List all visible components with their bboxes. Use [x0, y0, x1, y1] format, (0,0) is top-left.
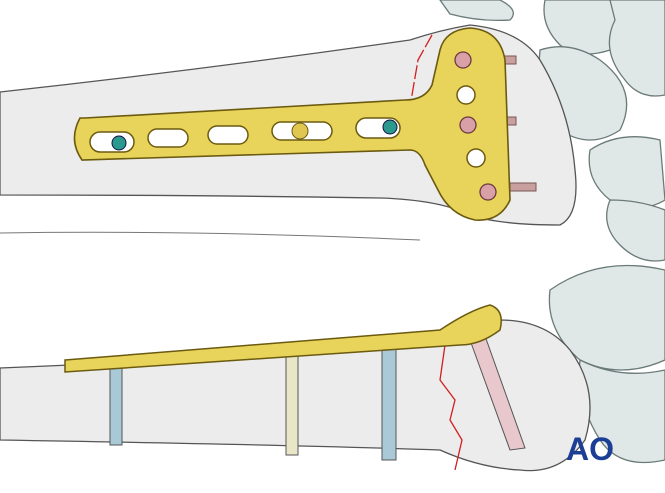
dorsal-view	[0, 0, 665, 262]
t-plate-lateral	[64, 304, 502, 373]
ao-logo: AO	[566, 431, 614, 467]
carpal-bones	[439, 0, 665, 262]
carpal-bones-lateral	[548, 264, 665, 464]
lateral-screws	[109, 335, 526, 461]
empty-locking-holes	[456, 85, 486, 168]
cortical-screw-head	[291, 122, 309, 140]
fracture-line-lateral	[439, 344, 463, 471]
lateral-view: AO	[0, 264, 665, 472]
teal-screw-heads	[111, 119, 398, 151]
locking-screw-heads	[454, 51, 497, 201]
ulna-edge	[0, 231, 421, 241]
